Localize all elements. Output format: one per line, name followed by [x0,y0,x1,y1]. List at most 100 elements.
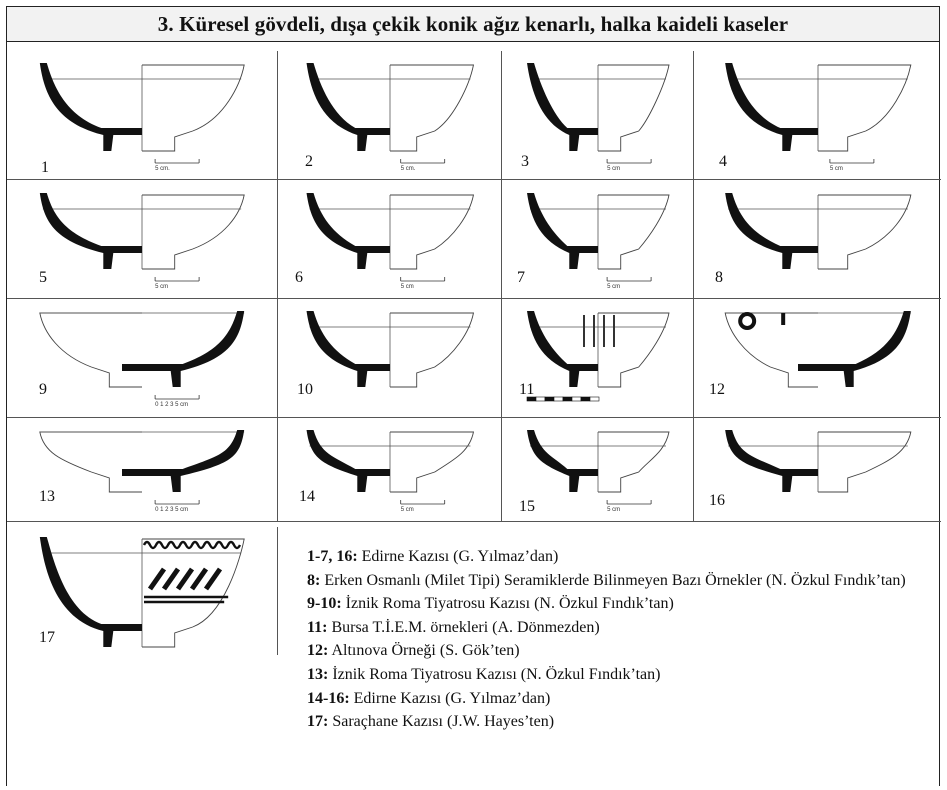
scale-label: 5 cm [607,284,621,290]
catalog-plate: 3. Küresel gövdeli, dışa çekik konik ağı… [6,6,941,786]
figure-number: 10 [297,381,313,398]
bowl-section [122,430,245,492]
figure-number: 1 [41,159,49,176]
legend-key: 13: [307,665,329,683]
scale-label: 5 cm [400,507,414,513]
bowl-section [306,311,390,387]
figure-number: 5 [39,269,47,286]
bowl-section [725,193,818,269]
legend-key: 14-16: [307,689,350,707]
bowl-drawing [306,63,475,164]
bowl-section [527,430,598,492]
scale-label: 5 cm [155,284,169,290]
legend-entry: 17: Saraçhane Kazısı (J.W. Hayes’ten) [307,710,937,734]
legend-entry: 11: Bursa T.İ.E.M. örnekleri (A. Dönmezd… [307,616,937,640]
bowl-outline [390,194,475,270]
legend-text: Saraçhane Kazısı (J.W. Hayes’ten) [328,713,555,731]
bowl-outline [390,431,475,493]
scale-label: 0 1 2 3 5 cm [155,507,189,513]
grid-divider [7,417,941,418]
figure-cell: 5 cm 15 [507,420,689,518]
legend-text: Edirne Kazısı (G. Yılmaz’dan) [349,689,551,707]
legend-text: Bursa T.İ.E.M. örnekleri (A. Dönmezden) [327,618,600,636]
legend-entry: 14-16: Edirne Kazısı (G. Yılmaz’dan) [307,687,937,711]
figure-cell: 16 [699,420,937,518]
bowl-drawing [527,63,670,164]
bowl-section [306,63,390,151]
slant-decoration [175,567,195,591]
bowl-drawing [39,311,245,400]
grid-divider [7,298,941,299]
legend-entry: 12: Altınova Örneği (S. Gök’ten) [307,639,937,663]
legend-text: Altınova Örneği (S. Gök’ten) [328,642,520,660]
bowl-outline [724,312,818,388]
slant-decoration [189,567,209,591]
scale-label: 0 1 2 3 5 cm [155,402,189,408]
legend-text: Edirne Kazısı (G. Yılmaz’dan) [357,548,559,565]
bowl-outline [142,194,245,270]
bowl-outline [390,312,475,388]
plate-title: 3. Küresel gövdeli, dışa çekik konik ağı… [157,11,789,36]
scale-label: 5 cm [829,166,843,172]
legend-entry: 1-7, 16: Edirne Kazısı (G. Yılmaz’dan) [307,545,937,569]
figure-cell: 0 1 2 3 5 cm 13 [11,420,273,518]
bowl-section [122,311,245,387]
bowl-drawing [306,311,475,388]
legend-text: İznik Roma Tiyatrosu Kazısı (N. Özkul Fı… [328,665,661,683]
plate-title-bar: 3. Küresel gövdeli, dışa çekik konik ağı… [7,7,939,42]
bowl-drawing [306,193,475,282]
figure-number: 15 [519,498,535,515]
bowl-outline [390,64,475,152]
bowl-section [798,311,911,387]
wave-decoration [142,540,242,550]
figure-number: 17 [39,629,55,646]
grid-divider [7,521,941,522]
bowl-drawing [527,193,670,282]
spiral-decoration [738,312,757,330]
bowl-drawing [526,311,670,402]
bowl-drawing [724,311,911,388]
grid-divider [693,51,694,521]
figure-number: 13 [39,488,55,505]
legend-entry: 8: Erken Osmanlı (Milet Tipi) Seramikler… [307,569,937,593]
bowl-drawing [39,537,245,648]
figure-cell: 11 [507,301,689,413]
slant-decoration [161,567,181,591]
figure-number: 6 [295,269,303,286]
bowl-drawing [725,63,912,164]
figure-cell: 12 [699,301,937,413]
bowl-section [527,193,598,269]
slant-decoration [203,567,223,591]
bowl-section [306,430,390,492]
scale-label: 5 cm [607,507,621,513]
figure-number: 9 [39,381,47,398]
figure-number: 3 [521,153,529,170]
bowl-section [527,311,598,387]
figure-cell: 5 cm 7 [507,183,689,295]
bowl-section [527,63,598,151]
slant-decoration [147,567,167,591]
figure-cell: 5 cm. 1 [11,53,273,177]
bowl-outline [598,194,670,270]
grid-divider [7,179,941,180]
figure-number: 11 [519,381,535,398]
bowl-outline [39,312,142,388]
legend-key: 11: [307,618,328,636]
legend-text: Erken Osmanlı (Milet Tipi) Seramiklerde … [320,571,906,589]
bowl-section [725,63,818,151]
legend-entry: 9-10: İznik Roma Tiyatrosu Kazısı (N. Öz… [307,592,937,616]
figure-number: 7 [517,269,525,286]
figure-cell: 10 [283,301,497,413]
grid-divider [501,51,502,521]
grid-divider [277,527,278,655]
bowl-outline [142,64,245,152]
scale-label: 5 cm. [155,166,170,172]
bowl-section [39,193,142,269]
legend-text: İznik Roma Tiyatrosu Kazısı (N. Özkul Fı… [341,595,674,613]
legend-key: 1-7, 16: [307,548,358,565]
bowl-drawing [725,430,912,493]
